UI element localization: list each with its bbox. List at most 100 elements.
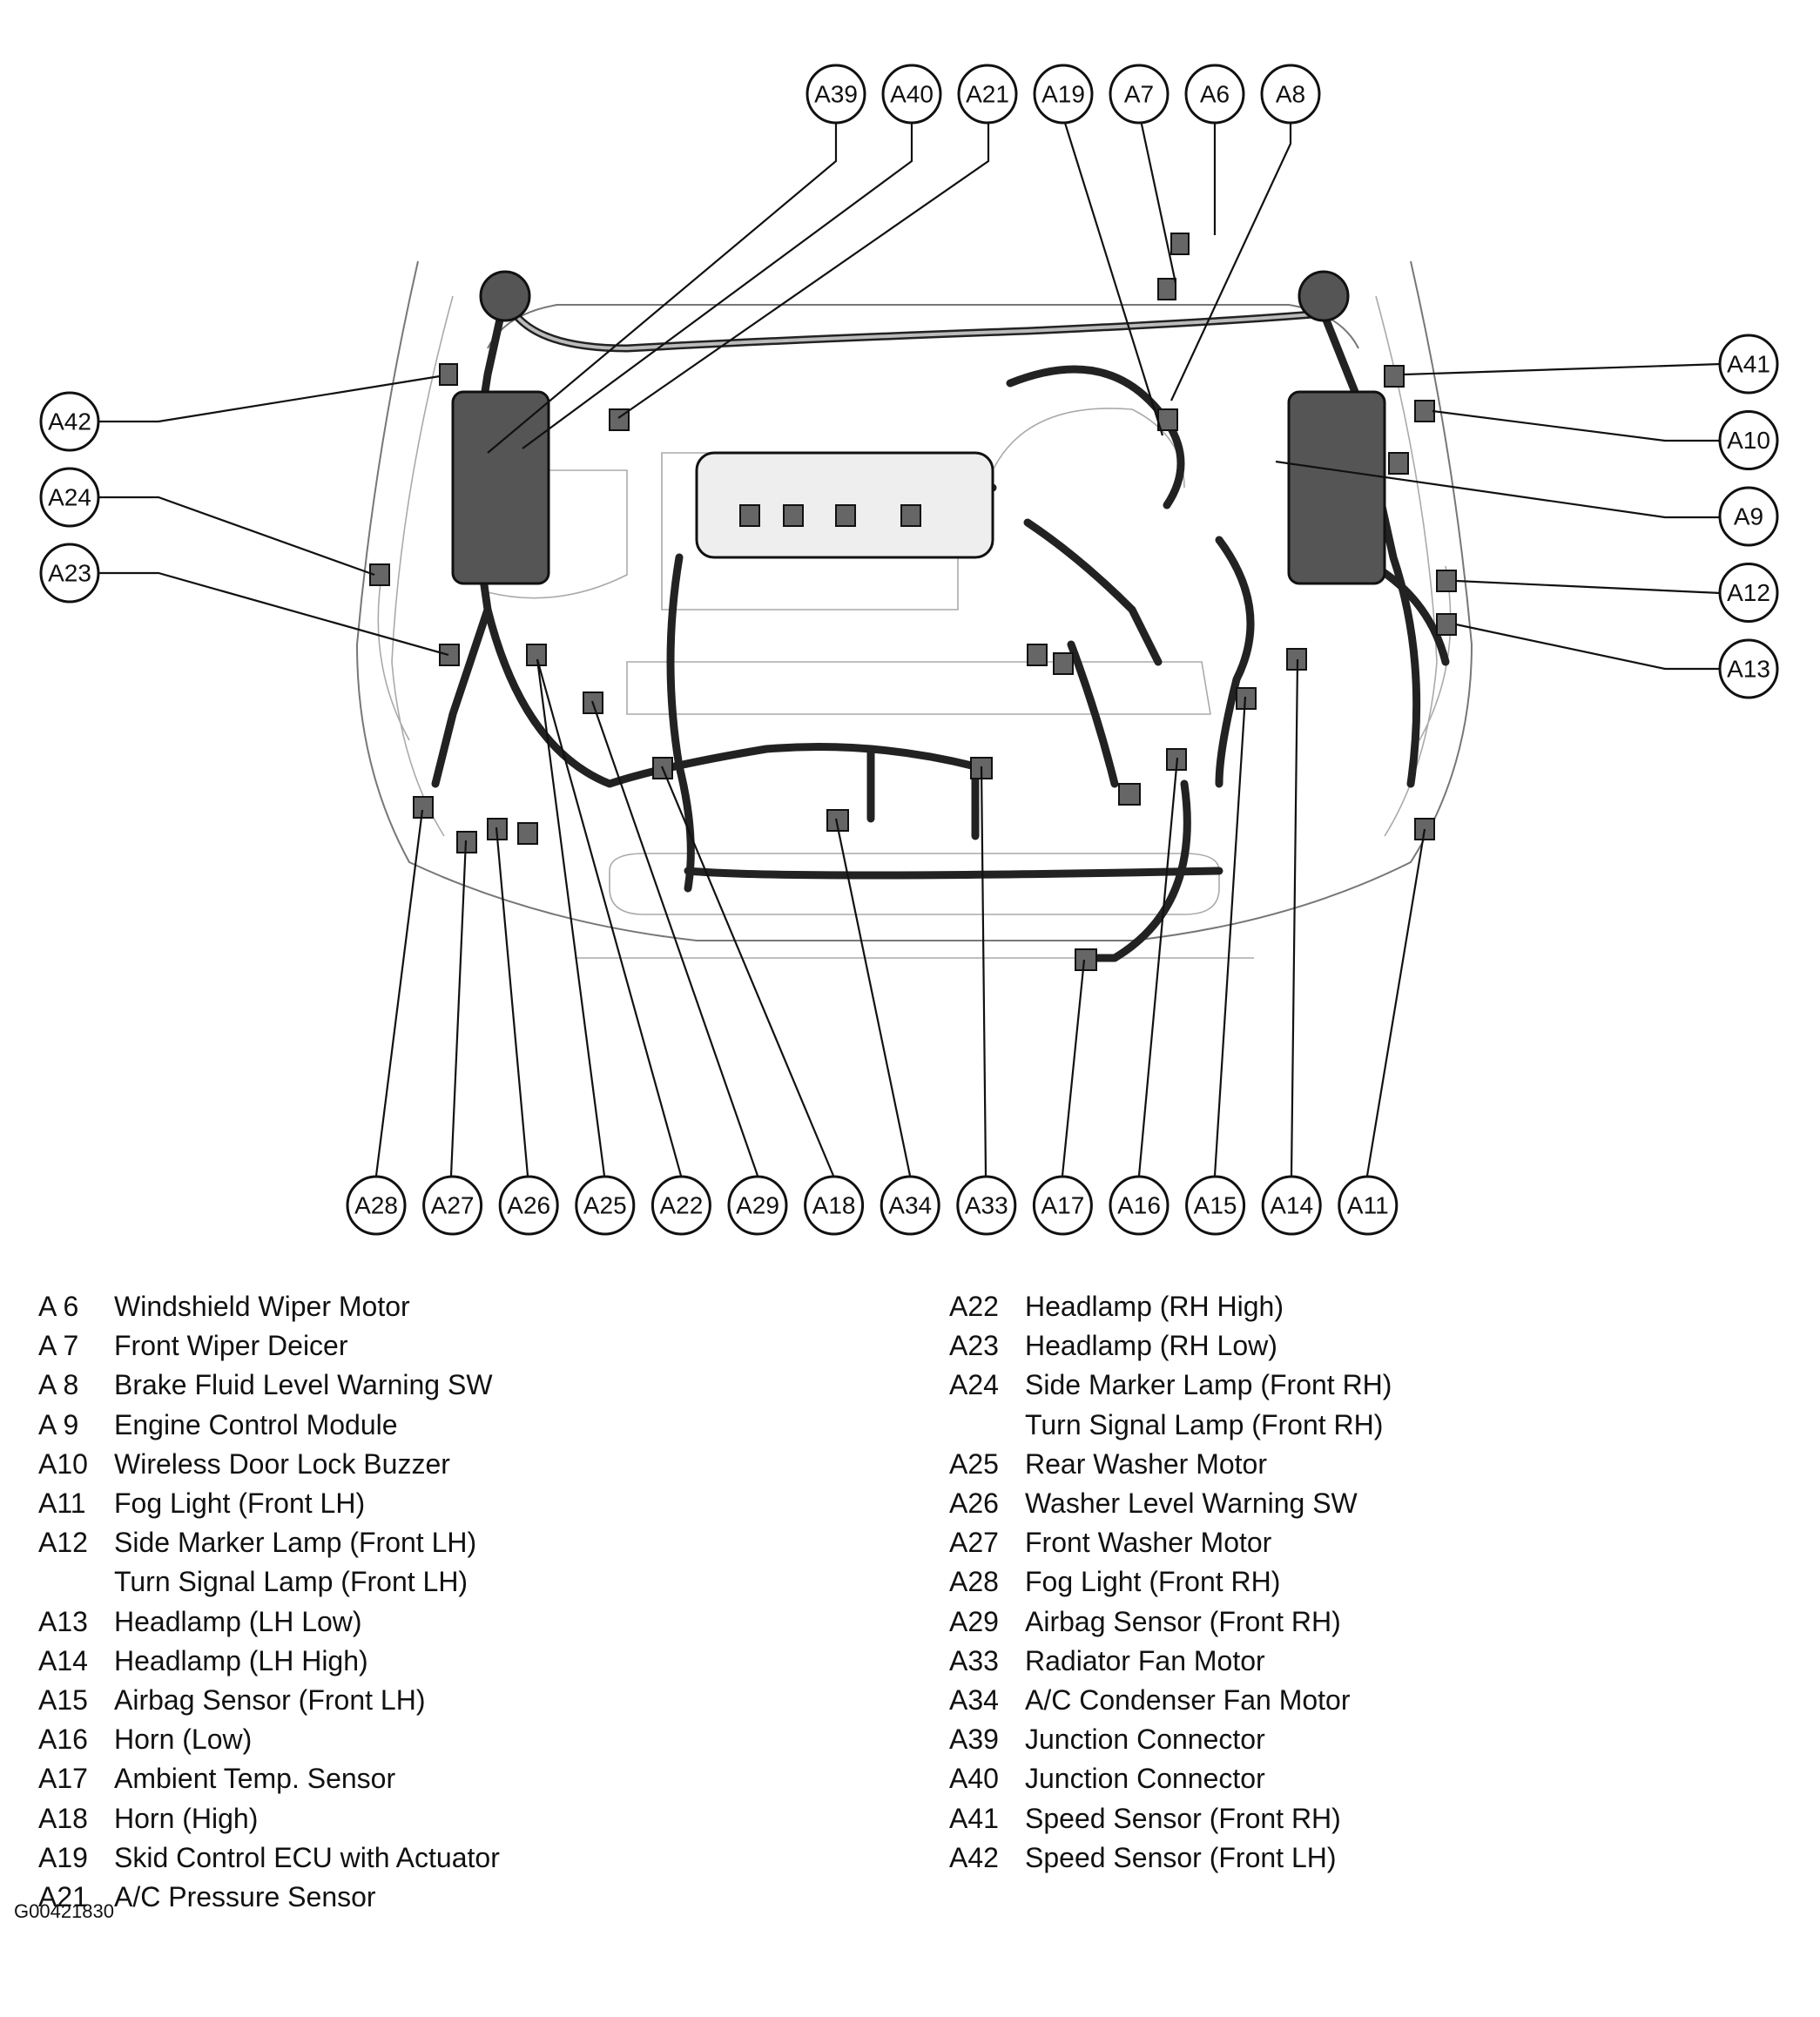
callout-label: A6: [1200, 81, 1230, 108]
legend-code: A41: [949, 1802, 999, 1834]
callout-a39: A39: [806, 64, 866, 125]
legend-row: A 8 Brake Fluid Level Warning SW: [38, 1366, 500, 1405]
callout-label: A19: [1041, 81, 1085, 108]
callout-a6: A6: [1184, 64, 1245, 125]
callout-label: A28: [354, 1192, 398, 1219]
callout-a34: A34: [880, 1175, 940, 1236]
legend-row: A11 Fog Light (Front LH): [38, 1484, 500, 1523]
legend-description: Turn Signal Lamp (Front RH): [1025, 1408, 1384, 1440]
callout-label: A11: [1347, 1192, 1389, 1219]
callout-a22: A22: [650, 1175, 711, 1236]
legend-description: A/C Condenser Fan Motor: [1025, 1683, 1351, 1716]
legend-row: A 9 Engine Control Module: [38, 1406, 500, 1445]
legend-row: A27 Front Washer Motor: [949, 1523, 1392, 1562]
callout-a23: A23: [39, 543, 100, 604]
legend-code: A33: [949, 1644, 999, 1676]
legend-description: Brake Fluid Level Warning SW: [114, 1369, 493, 1401]
legend-description: Airbag Sensor (Front LH): [114, 1683, 426, 1716]
figure-id: G00421830: [14, 1900, 114, 1922]
callout-label: A18: [812, 1192, 856, 1219]
callout-label: A7: [1124, 81, 1154, 108]
callout-label: A41: [1727, 351, 1770, 378]
callout-label: A34: [888, 1192, 932, 1219]
legend-description: Speed Sensor (Front RH): [1025, 1802, 1341, 1834]
legend-description: Airbag Sensor (Front RH): [1025, 1605, 1341, 1637]
legend-description: Side Marker Lamp (Front RH): [1025, 1369, 1392, 1401]
legend-code: A12: [38, 1527, 88, 1559]
callout-label: A12: [1727, 579, 1770, 606]
callout-a26: A26: [498, 1175, 559, 1236]
callout-label: A40: [890, 81, 934, 108]
legend-description: Headlamp (RH High): [1025, 1291, 1284, 1323]
callout-a9: A9: [1718, 486, 1779, 547]
legend-code: A24: [949, 1369, 999, 1401]
callout-label: A13: [1727, 656, 1770, 683]
callout-a13: A13: [1718, 638, 1779, 699]
callout-a24: A24: [39, 467, 100, 528]
legend-description: Junction Connector: [1025, 1763, 1265, 1795]
legend-description: Fog Light (Front RH): [1025, 1566, 1281, 1598]
callout-label: A10: [1727, 427, 1770, 454]
legend-code: A26: [949, 1487, 999, 1520]
callout-a28: A28: [346, 1175, 407, 1236]
callout-label: A23: [48, 560, 91, 587]
legend-code: A 9: [38, 1408, 79, 1440]
legend-description: Headlamp (LH High): [114, 1644, 368, 1676]
callout-a33: A33: [956, 1175, 1017, 1236]
callout-a8: A8: [1260, 64, 1321, 125]
legend-code: A27: [949, 1527, 999, 1559]
callout-label: A21: [966, 81, 1009, 108]
callout-label: A25: [583, 1192, 627, 1219]
legend-code: A23: [949, 1330, 999, 1362]
legend-description: Fog Light (Front LH): [114, 1487, 366, 1520]
legend-description: Rear Washer Motor: [1025, 1447, 1267, 1480]
legend-description: Front Washer Motor: [1025, 1527, 1272, 1559]
legend-description: Speed Sensor (Front LH): [1025, 1841, 1337, 1873]
legend-description: Skid Control ECU with Actuator: [114, 1841, 500, 1873]
callout-a42: A42: [39, 391, 100, 452]
callout-a40: A40: [881, 64, 942, 125]
legend-code: A39: [949, 1724, 999, 1756]
legend-code: A42: [949, 1841, 999, 1873]
legend-code: A 8: [38, 1369, 79, 1401]
washer-tank: [451, 390, 550, 585]
callout-a21: A21: [957, 64, 1018, 125]
legend-code: A10: [38, 1447, 88, 1480]
legend-code: A17: [38, 1763, 88, 1795]
callout-a15: A15: [1185, 1175, 1246, 1236]
callout-label: A27: [431, 1192, 475, 1219]
callout-label: A26: [507, 1192, 550, 1219]
callout-a41: A41: [1718, 334, 1779, 395]
callout-label: A33: [965, 1192, 1008, 1219]
legend-code: A21: [38, 1880, 88, 1912]
legend-description: Ambient Temp. Sensor: [114, 1763, 396, 1795]
callout-label: A16: [1117, 1192, 1161, 1219]
legend-description: Engine Control Module: [114, 1408, 398, 1440]
legend-description: Turn Signal Lamp (Front LH): [114, 1566, 468, 1598]
legend-code: A11: [38, 1487, 86, 1520]
legend-code: A19: [38, 1841, 88, 1873]
right-strut-tower: [1298, 270, 1350, 322]
legend-row: A24 Side Marker Lamp (Front RH): [949, 1366, 1392, 1405]
left-strut-tower: [479, 270, 531, 322]
callout-label: A39: [814, 81, 858, 108]
callout-label: A22: [659, 1192, 703, 1219]
legend-code: A34: [949, 1683, 999, 1716]
legend-description: Front Wiper Deicer: [114, 1330, 348, 1362]
callout-label: A17: [1041, 1192, 1084, 1219]
